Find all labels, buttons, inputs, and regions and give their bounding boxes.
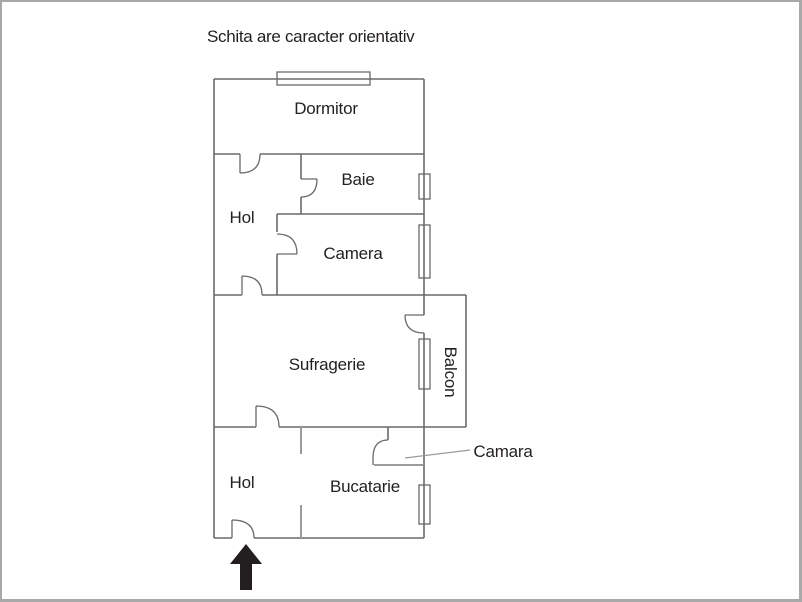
outer-walls: [213, 78, 425, 539]
door-hol-sufragerie: [241, 275, 263, 296]
room-label-camara: Camara: [473, 442, 533, 461]
room-label-hol-upper: Hol: [229, 208, 255, 227]
camara-leader-line: [404, 449, 471, 459]
plan-title: Schita are caracter orientativ: [207, 27, 415, 46]
windows: [276, 71, 431, 525]
entrance-arrow-icon: [230, 544, 262, 590]
room-label-dormitor: Dormitor: [294, 99, 358, 118]
door-balcon: [404, 314, 425, 334]
door-camera: [276, 233, 298, 255]
room-label-bucatarie: Bucatarie: [329, 477, 401, 496]
door-arcs: [231, 153, 425, 539]
door-camara: [372, 439, 389, 465]
room-label-hol-lower: Hol: [229, 473, 255, 492]
door-sufragerie: [255, 405, 280, 428]
room-label-balcon: Balcon: [441, 346, 460, 398]
wall-through-windows: [277, 78, 425, 524]
door-entrance: [231, 519, 255, 539]
interior-walls: [214, 153, 467, 440]
door-baie: [300, 178, 318, 198]
walls: [213, 78, 467, 539]
light-partitions: [300, 427, 423, 538]
room-label-camera: Camera: [323, 244, 383, 263]
room-label-sufragerie: Sufragerie: [288, 355, 366, 374]
door-dormitor: [239, 153, 261, 174]
room-label-baie: Baie: [341, 170, 375, 189]
